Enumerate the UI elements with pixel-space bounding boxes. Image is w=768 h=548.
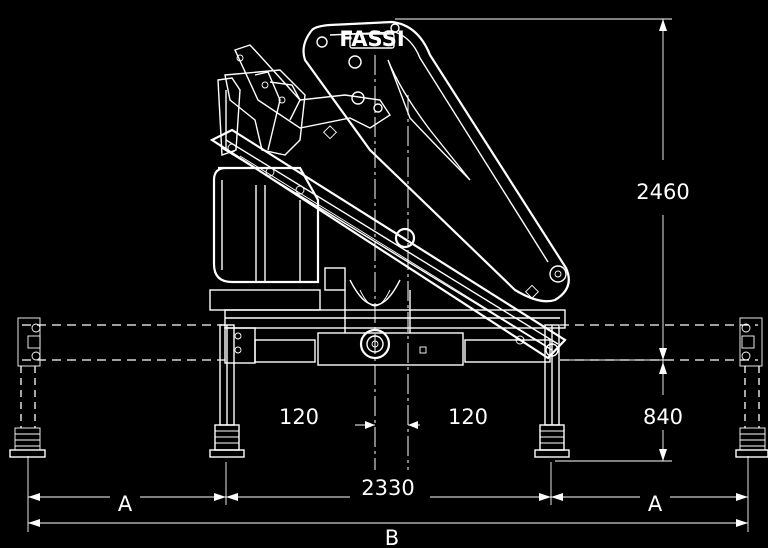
offset-dimension	[355, 421, 420, 429]
dimension-height-total: 2460	[636, 180, 689, 204]
dimension-height-base: 840	[643, 405, 683, 429]
dimension-extension-right: A	[648, 492, 663, 516]
outer-boom: FASSI	[302, 20, 570, 303]
main-boom	[209, 128, 567, 360]
fassi-logo: FASSI	[339, 27, 404, 51]
dimension-width-base: 2330	[361, 476, 414, 500]
dimension-overall-width: B	[385, 526, 399, 548]
dimension-extension-left: A	[118, 492, 133, 516]
left-stabilizer-leg	[209, 324, 245, 458]
overall-width-dimension	[28, 519, 748, 527]
dimension-offset-left: 120	[279, 405, 319, 429]
right-stabilizer-leg	[534, 324, 570, 458]
right-extended-leg	[735, 317, 768, 458]
crane-column-tank	[212, 166, 320, 284]
boom-link-mechanism	[217, 44, 391, 156]
width-dimension-row	[27, 456, 749, 532]
left-extended-leg	[9, 317, 46, 458]
dimension-offset-right: 120	[448, 405, 488, 429]
height-dimension	[395, 18, 672, 462]
